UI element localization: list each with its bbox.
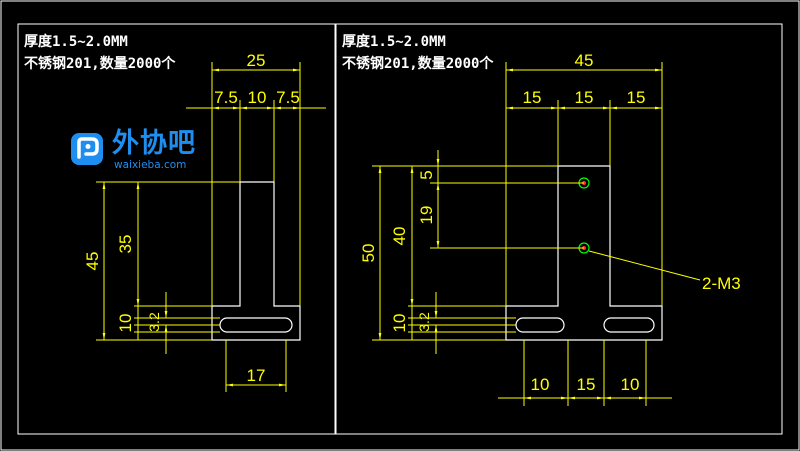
- right-dim-seg-b: 15: [575, 88, 594, 107]
- right-dim-bottom-b: 15: [577, 375, 596, 394]
- right-dim-hole-top: 5: [417, 170, 436, 179]
- left-spec-material: 不锈钢201,数量2000个: [24, 56, 176, 72]
- waixieba-watermark: 外协吧 waixieba.com: [70, 128, 220, 174]
- right-dim-slot-offset: 3.2: [416, 312, 432, 332]
- left-dim-seg-c: 7.5: [276, 88, 300, 107]
- right-dim-seg-c: 15: [627, 88, 646, 107]
- waixieba-logo-icon: [71, 133, 103, 165]
- right-spec-material: 不锈钢201,数量2000个: [342, 56, 494, 72]
- right-spec-thickness: 厚度1.5~2.0MM: [342, 34, 446, 50]
- left-viewport: [17, 23, 336, 435]
- right-dim-seg-a: 15: [523, 88, 542, 107]
- right-dim-upright-height: 40: [390, 227, 409, 246]
- right-dim-bottom-c: 10: [621, 375, 640, 394]
- watermark-brand-cn: 外协吧: [112, 128, 196, 159]
- left-part-outline: [211, 181, 301, 341]
- left-dim-base-height: 10: [116, 314, 135, 333]
- right-dimensions: [372, 62, 701, 406]
- right-holes: [578, 177, 590, 254]
- right-dim-hole-spacing: 19: [417, 206, 436, 225]
- left-dim-slot-offset: 3.2: [146, 312, 162, 332]
- left-base-slot: [219, 317, 293, 333]
- left-dimension-labels: 25 7.5 10 7.5 45 35 10 3.2 17: [83, 51, 300, 385]
- right-dim-bottom-a: 10: [531, 375, 550, 394]
- right-dimension-labels: 45 15 15 15 50 40 5 19 10 3.2 10 15 10 2…: [359, 51, 741, 394]
- left-dim-seg-a: 7.5: [214, 88, 238, 107]
- right-base-slot-right: [603, 317, 655, 333]
- hole-callout-label: 2-M3: [702, 274, 741, 293]
- left-spec-thickness: 厚度1.5~2.0MM: [24, 34, 128, 50]
- right-base-slot-left: [515, 317, 565, 333]
- watermark-brand-en: waixieba.com: [114, 159, 187, 171]
- left-dim-overall-width: 25: [247, 51, 266, 70]
- right-dim-overall-height: 50: [359, 244, 378, 263]
- right-dim-base-height: 10: [390, 314, 409, 333]
- left-dim-overall-height: 45: [83, 252, 102, 271]
- left-dim-slot-length: 17: [247, 366, 266, 385]
- right-dim-overall-width: 45: [575, 51, 594, 70]
- right-spec-note: 厚度1.5~2.0MM 不锈钢201,数量2000个: [342, 31, 493, 75]
- left-dim-upright-height: 35: [116, 235, 135, 254]
- left-dimensions: [96, 62, 326, 392]
- left-dim-seg-b: 10: [248, 88, 267, 107]
- left-spec-note: 厚度1.5~2.0MM 不锈钢201,数量2000个: [24, 31, 175, 75]
- right-viewport: [335, 23, 783, 435]
